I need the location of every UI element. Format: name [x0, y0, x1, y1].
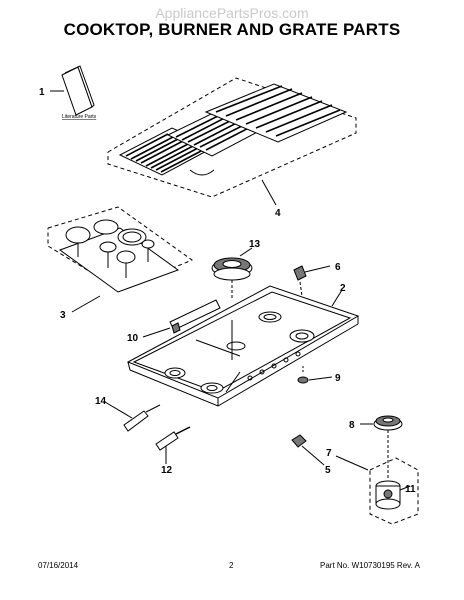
igniter-clip: [293, 265, 331, 297]
footer-date: 07/16/2014: [38, 561, 79, 570]
page-title: COOKTOP, BURNER AND GRATE PARTS: [63, 20, 401, 39]
burner-head-small: [360, 415, 403, 478]
burner-base: [335, 455, 419, 525]
literature-booklet: [50, 65, 95, 116]
callout-8: 8: [349, 420, 355, 431]
burner-head: [211, 247, 253, 300]
callout-2: 2: [340, 283, 346, 294]
callout-10: 10: [127, 333, 139, 344]
callout-1: 1: [39, 87, 45, 98]
callout-3: 3: [60, 310, 66, 321]
callout-7: 7: [326, 448, 332, 459]
callout-5: 5: [325, 465, 331, 476]
callout-11: 11: [405, 484, 416, 495]
callout-4: 4: [275, 208, 281, 219]
trim-bar: [142, 299, 221, 338]
grommet: [297, 366, 333, 384]
callout-14: 14: [95, 396, 107, 407]
cooktop-pan: [126, 285, 360, 407]
spark-igniter: [104, 401, 161, 432]
callout-9: 9: [335, 373, 341, 384]
callout-13: 13: [249, 239, 261, 250]
literature-label: Literature Parts: [62, 114, 97, 120]
footer-page-number: 2: [229, 561, 234, 570]
footer-part-number: Part No. W10730195 Rev. A: [320, 561, 420, 570]
gas-orifice: [155, 426, 191, 464]
callout-12: 12: [161, 465, 173, 476]
mounting-bracket: [291, 434, 325, 466]
grates: [107, 77, 357, 206]
watermark: AppliancePartsPros.com: [155, 5, 309, 21]
burner-cap-set: [47, 206, 194, 313]
callout-6: 6: [335, 262, 341, 273]
